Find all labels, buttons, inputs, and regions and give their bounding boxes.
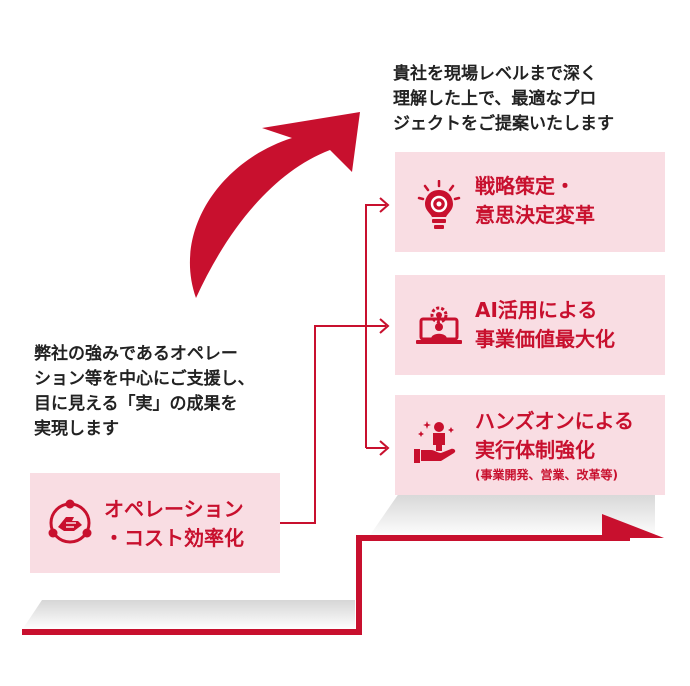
ai-value-label: AI活用による 事業価値最大化 xyxy=(475,296,615,354)
handson-box: ハンズオンによる 実行体制強化 (事業開発、営業、改革等) xyxy=(395,395,665,495)
strategy-box: 戦略策定・ 意思決定変革 xyxy=(395,152,665,252)
operation-box: オペレーション ・コスト効率化 xyxy=(30,473,280,573)
laptop-person-gear-icon xyxy=(416,306,462,344)
connector-arrowheads xyxy=(379,197,390,456)
growth-arrow xyxy=(189,112,360,298)
intro-right-line: 理解した上で、最適なプロ xyxy=(393,89,597,109)
staircase-line xyxy=(22,535,630,635)
intro-left-line: ション等を中心にご支援し、 xyxy=(34,369,255,389)
operation-label-line: オペレーション xyxy=(104,497,244,521)
strategy-label-line: 意思決定変革 xyxy=(475,203,595,227)
hand-person-icon xyxy=(414,421,456,463)
handson-label-line: 実行体制強化 xyxy=(475,438,595,462)
ai-value-label-line: 事業価値最大化 xyxy=(475,327,615,351)
connector-lines xyxy=(280,204,386,524)
hands-cycle-icon xyxy=(48,499,92,544)
intro-left-text: 弊社の強みであるオペレー ション等を中心にご支援し、 目に見える「実」の成果を … xyxy=(34,342,255,442)
intro-right-text: 貴社を現場レベルまで深く 理解した上で、最適なプロ ジェクトをご提案いたします xyxy=(393,62,614,137)
intro-left-line: 目に見える「実」の成果を xyxy=(34,394,238,414)
operation-label: オペレーション ・コスト効率化 xyxy=(104,495,244,553)
staircase-arrowhead xyxy=(602,514,664,538)
ai-value-label-line: AI活用による xyxy=(475,298,598,322)
lower-step-surface xyxy=(22,600,355,630)
intro-left-line: 実現します xyxy=(34,419,119,439)
intro-right-line: ジェクトをご提案いたします xyxy=(393,114,614,134)
strategy-label-line: 戦略策定・ xyxy=(475,174,575,198)
upper-step-surface xyxy=(368,486,655,538)
intro-left-line: 弊社の強みであるオペレー xyxy=(34,344,238,364)
handson-note: (事業開発、営業、改革等) xyxy=(475,468,618,482)
handson-label: ハンズオンによる 実行体制強化 xyxy=(475,407,634,465)
ai-value-box: AI活用による 事業価値最大化 xyxy=(395,275,665,375)
intro-right-line: 貴社を現場レベルまで深く xyxy=(393,64,597,84)
handson-label-line: ハンズオンによる xyxy=(475,409,634,433)
strategy-label: 戦略策定・ 意思決定変革 xyxy=(475,172,595,230)
operation-label-line: ・コスト効率化 xyxy=(104,526,244,550)
lightbulb-gear-icon xyxy=(417,180,461,229)
